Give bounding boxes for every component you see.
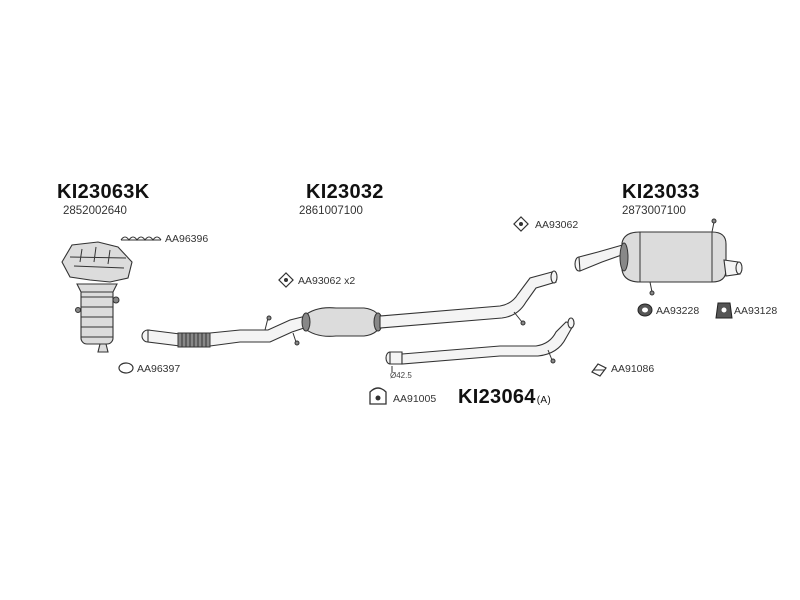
hanger-top-label: AA93062 (535, 219, 579, 231)
front-pipe-code: KI23064 (458, 386, 536, 408)
hanger-icon-top (513, 216, 529, 232)
clamp-label: AA91005 (393, 393, 437, 405)
catalytic-oem-number: 2852002640 (63, 205, 127, 217)
middle-assembly-code: KI23032 (306, 181, 384, 203)
rubber-mount-icon-a (637, 303, 653, 317)
gasket-set-label: AA96396 (165, 233, 209, 245)
rubber-mount-a-label: AA93228 (656, 305, 700, 317)
middle-pipe-drawing (141, 270, 558, 348)
ring-gasket-icon (118, 362, 134, 374)
clip-icon (591, 363, 607, 377)
clip-label: AA91086 (611, 363, 655, 375)
catalytic-assembly-code: KI23063K (57, 181, 150, 203)
clamp-icon (369, 387, 387, 405)
catalytic-converter-drawing (61, 241, 133, 353)
rubber-mount-b-label: AA93128 (734, 305, 778, 317)
rear-muffler-drawing (574, 218, 743, 296)
front-pipe-drawing (385, 317, 575, 372)
rubber-mount-icon-b (715, 302, 733, 319)
middle-oem-number: 2861007100 (299, 205, 363, 217)
gasket-set-icon (120, 236, 162, 241)
rear-oem-number: 2873007100 (622, 205, 686, 217)
hanger-icon (278, 272, 294, 288)
ring-gasket-label: AA96397 (137, 363, 181, 375)
front-pipe-suffix: (A) (536, 395, 551, 406)
rear-assembly-code: KI23033 (622, 181, 700, 203)
pipe-diameter-label: Ø42.5 (390, 371, 412, 380)
hanger-x2-label: AA93062 x2 (298, 275, 356, 287)
front-pipe-assembly-code: KI23064(A) (458, 386, 551, 409)
